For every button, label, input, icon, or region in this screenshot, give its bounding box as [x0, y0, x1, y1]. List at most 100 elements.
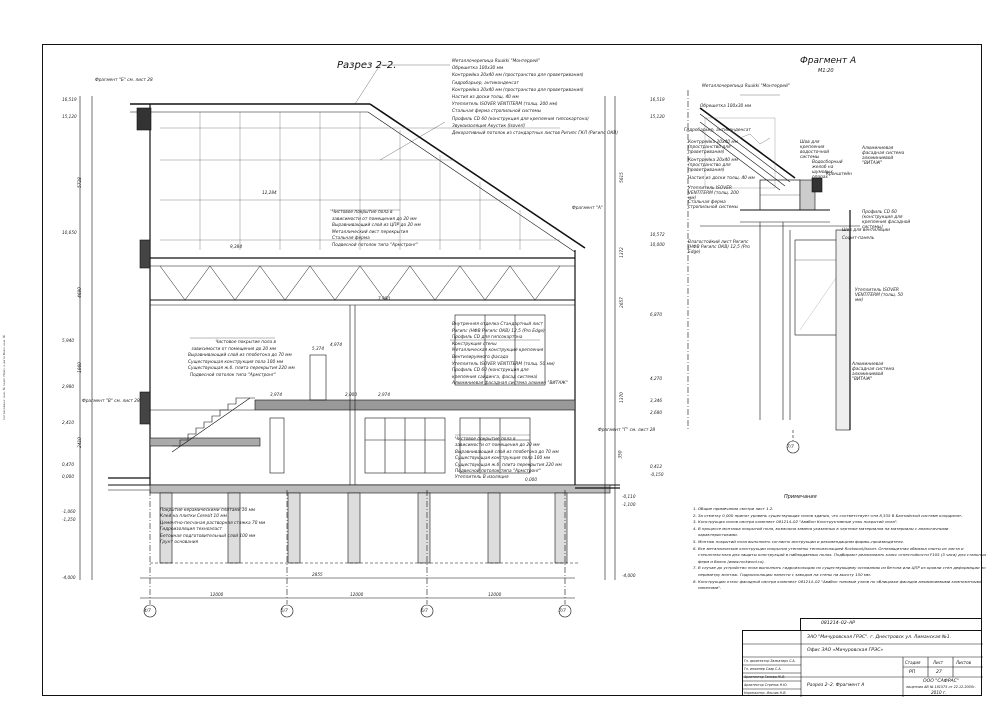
floor3-legend-line: Чистовое покрытие пола в [332, 210, 393, 215]
fragment-title: Фрагмент А [800, 56, 857, 66]
axis-dim: 12000 [210, 592, 224, 597]
dim-left: 2410 [76, 437, 82, 448]
roof-legend-line: Гидробарьер, антиконденсат [452, 80, 519, 86]
company: ООО "САФРАС" [923, 679, 959, 684]
ground-legend-line: Гидроизоляция техноэласт [160, 527, 222, 533]
inner-dim: 0,000 [525, 477, 537, 482]
project-code: 081214–02–АР [821, 621, 855, 626]
fragment-label: Алюминиевая фасадная система алюминиевой… [852, 362, 895, 382]
object: Офис ЗАО «Мичуровская ГРЭС» [807, 648, 884, 653]
note-item: Общие примечания смотри лист 1.2. [698, 506, 988, 513]
fragment-label: Настил из доски толщ. 40 мм [688, 176, 755, 181]
ground-legend-line: Клей на плитки Ceresit 10 мм [160, 514, 227, 520]
fragment-label: Кронштейн [826, 172, 852, 177]
year: 2010 г. [931, 690, 947, 695]
wall-legend-line: Конструкция стены [452, 341, 497, 347]
elevation-left: 0,470 [62, 462, 74, 467]
inner-dim: 7,900 [378, 296, 390, 301]
floor3-legend: Чистовое покрытие пола в зависимости от … [332, 210, 421, 250]
customer: ЗАО "Мичуровская ГРЭС". г. Днестровск ул… [807, 635, 952, 640]
note-item: Все металлические конструкции покрытия у… [698, 546, 988, 566]
floor1-legend-line: зависимости от помещения до 20 мм [455, 443, 540, 449]
note-item: В случае до устройство пола выполнить ги… [698, 565, 988, 578]
axis-dim: 2855 [312, 572, 323, 577]
wall-legend-line: Металлическая конструкция крепления [452, 348, 544, 354]
floor1-legend-line: Существующая конструкция пола 100 мм [455, 456, 551, 462]
fragment-label: Гидробарьер, антиконденсат [684, 128, 751, 133]
inner-dim: 12,284 [262, 190, 277, 195]
elevation-right: 0,412 [650, 464, 662, 469]
ground-legend-line: Цементно-песчаная растворная стяжка 70 м… [160, 520, 266, 526]
roof-legend-line: Профиль CD 60 (конструкция для крепления… [452, 116, 589, 122]
axis-label: 6/7 [421, 608, 428, 613]
wall-legend: Внутренняя отделка Стандартный лист Риги… [452, 322, 568, 388]
sheet-name: Разрез 2–2. Фрагмент А [807, 683, 865, 688]
roof-legend-line: Обрешетка 100х30 мм [452, 66, 504, 72]
note-item: Конструкцию откос фасадной смотри компле… [698, 579, 988, 592]
person-row: Архитектор Гамова Ж.В. [744, 675, 786, 679]
fragment-label: Шов для крепления водосточной системы [800, 140, 830, 160]
fragment-a-drawing [687, 90, 860, 454]
ground-legend-line: Грунт основания [160, 540, 199, 546]
fragment-label: Шов для вентиляции [842, 228, 890, 233]
sheets-label: Листов [956, 660, 971, 665]
elevation-left: 5,940 [62, 338, 74, 343]
axis-label: 4/7 [144, 608, 151, 613]
elevation-right: 2,680 [650, 410, 662, 415]
roof-legend-line: Звукоизоляция Акустик (Isoverl) [452, 123, 526, 129]
elevation-left: 2,980 [62, 384, 74, 389]
person-row: Архитектор Стрелок Н.Ю. [744, 683, 788, 687]
fragment-scale: М1:20 [818, 68, 834, 74]
person-row: Нормоконтр. Ильчик Н.В. [744, 691, 787, 695]
elevation-right: -0,110 [622, 494, 636, 499]
fragment-label: Водосборный желоб на шумовых опорах [812, 160, 843, 180]
stage-label: Стадия [905, 660, 921, 665]
floor1-legend: Чистовое покрытие пола в зависимости от … [455, 437, 562, 482]
callout-fragment-b: Фрагмент "Б" см. лист 28 [95, 78, 153, 83]
wall-legend-line: Профиль CD для гипсокартона [452, 335, 523, 341]
floor2-legend-line: Выравнивающий слой из ппобетона до 70 мм [188, 353, 292, 359]
dim-right: 2657 [618, 297, 624, 308]
dim-right: 1372 [618, 247, 624, 258]
sheet-value: 27 [936, 670, 942, 675]
elevation-right: -4,000 [622, 573, 636, 578]
elevation-right: -1,100 [622, 502, 636, 507]
axis-label: 7/7 [559, 608, 566, 613]
fragment-label: Алюминиевая фасадная система алюминиевой… [862, 146, 905, 166]
floor3-legend-line: Металлический лист перекрытия [332, 229, 409, 235]
wall-legend-line: Внутренняя отделка Стандартный лист [452, 322, 543, 327]
inner-dim: 5,374 [312, 346, 324, 351]
dim-right: 350 [617, 450, 623, 459]
floor3-legend-line: Стальная ферма [332, 236, 370, 242]
fragment-label: Профиль CD 60 (конструкция для крепления… [862, 210, 911, 230]
elevation-left: 2,410 [62, 420, 74, 425]
inner-dim: 2,000 [345, 392, 357, 397]
wall-legend-line: Алюминиевая фасадная система алюмин "ВИТ… [452, 381, 568, 387]
roof-legend-line: Настил из доски толщ. 40 мм [452, 95, 519, 101]
floor2-legend-line: Подвесной потолок типа "Армстронг" [189, 372, 276, 378]
fragment-label: Софит-панель [842, 236, 875, 241]
ground-legend-line: Бетонная подготовительный слой 100 мм [160, 533, 256, 539]
dim-left: 5728 [76, 177, 82, 188]
roof-legend-line: Металлочерепица Ruukki "Монтеррей" [452, 59, 540, 64]
roof-legend: Металлочерепица Ruukki "Монтеррей" Обреш… [452, 58, 618, 137]
person-row: Гл. инженер Саар С.А. [744, 667, 782, 671]
sheet-frame [42, 44, 982, 696]
license: лицензия АВ № 181575 от 22.12.2005г. [906, 685, 976, 689]
elevation-right: -0,150 [650, 472, 664, 477]
floor2-legend-line: Существующая конструкция пола 100 мм [188, 359, 284, 365]
note-item: За отметку 0,000 принят уровень существу… [698, 513, 988, 520]
callout-fragment-a: Фрагмент "А" [572, 206, 603, 211]
elevation-right: 6,870 [650, 312, 662, 317]
floor1-legend-line: Выравнивающий слой из ппобетона до 70 мм [455, 449, 559, 455]
notes-list: Общие примечания смотри лист 1.2. За отм… [684, 506, 988, 592]
roof-legend-line: Утеплитель ISOVER VENTITERM (толщ. 200 м… [452, 102, 558, 108]
elevation-left: -1,060 [62, 509, 76, 514]
inner-dim: 3,974 [270, 392, 282, 397]
elevation-right: 3,346 [650, 398, 662, 403]
floor1-legend-line: Существующая ж.б. плита перекрытия 220 м… [455, 462, 562, 468]
axis-label: 5/7 [281, 608, 288, 613]
fragment-label: Обрешетка 100х30 мм [700, 104, 752, 109]
